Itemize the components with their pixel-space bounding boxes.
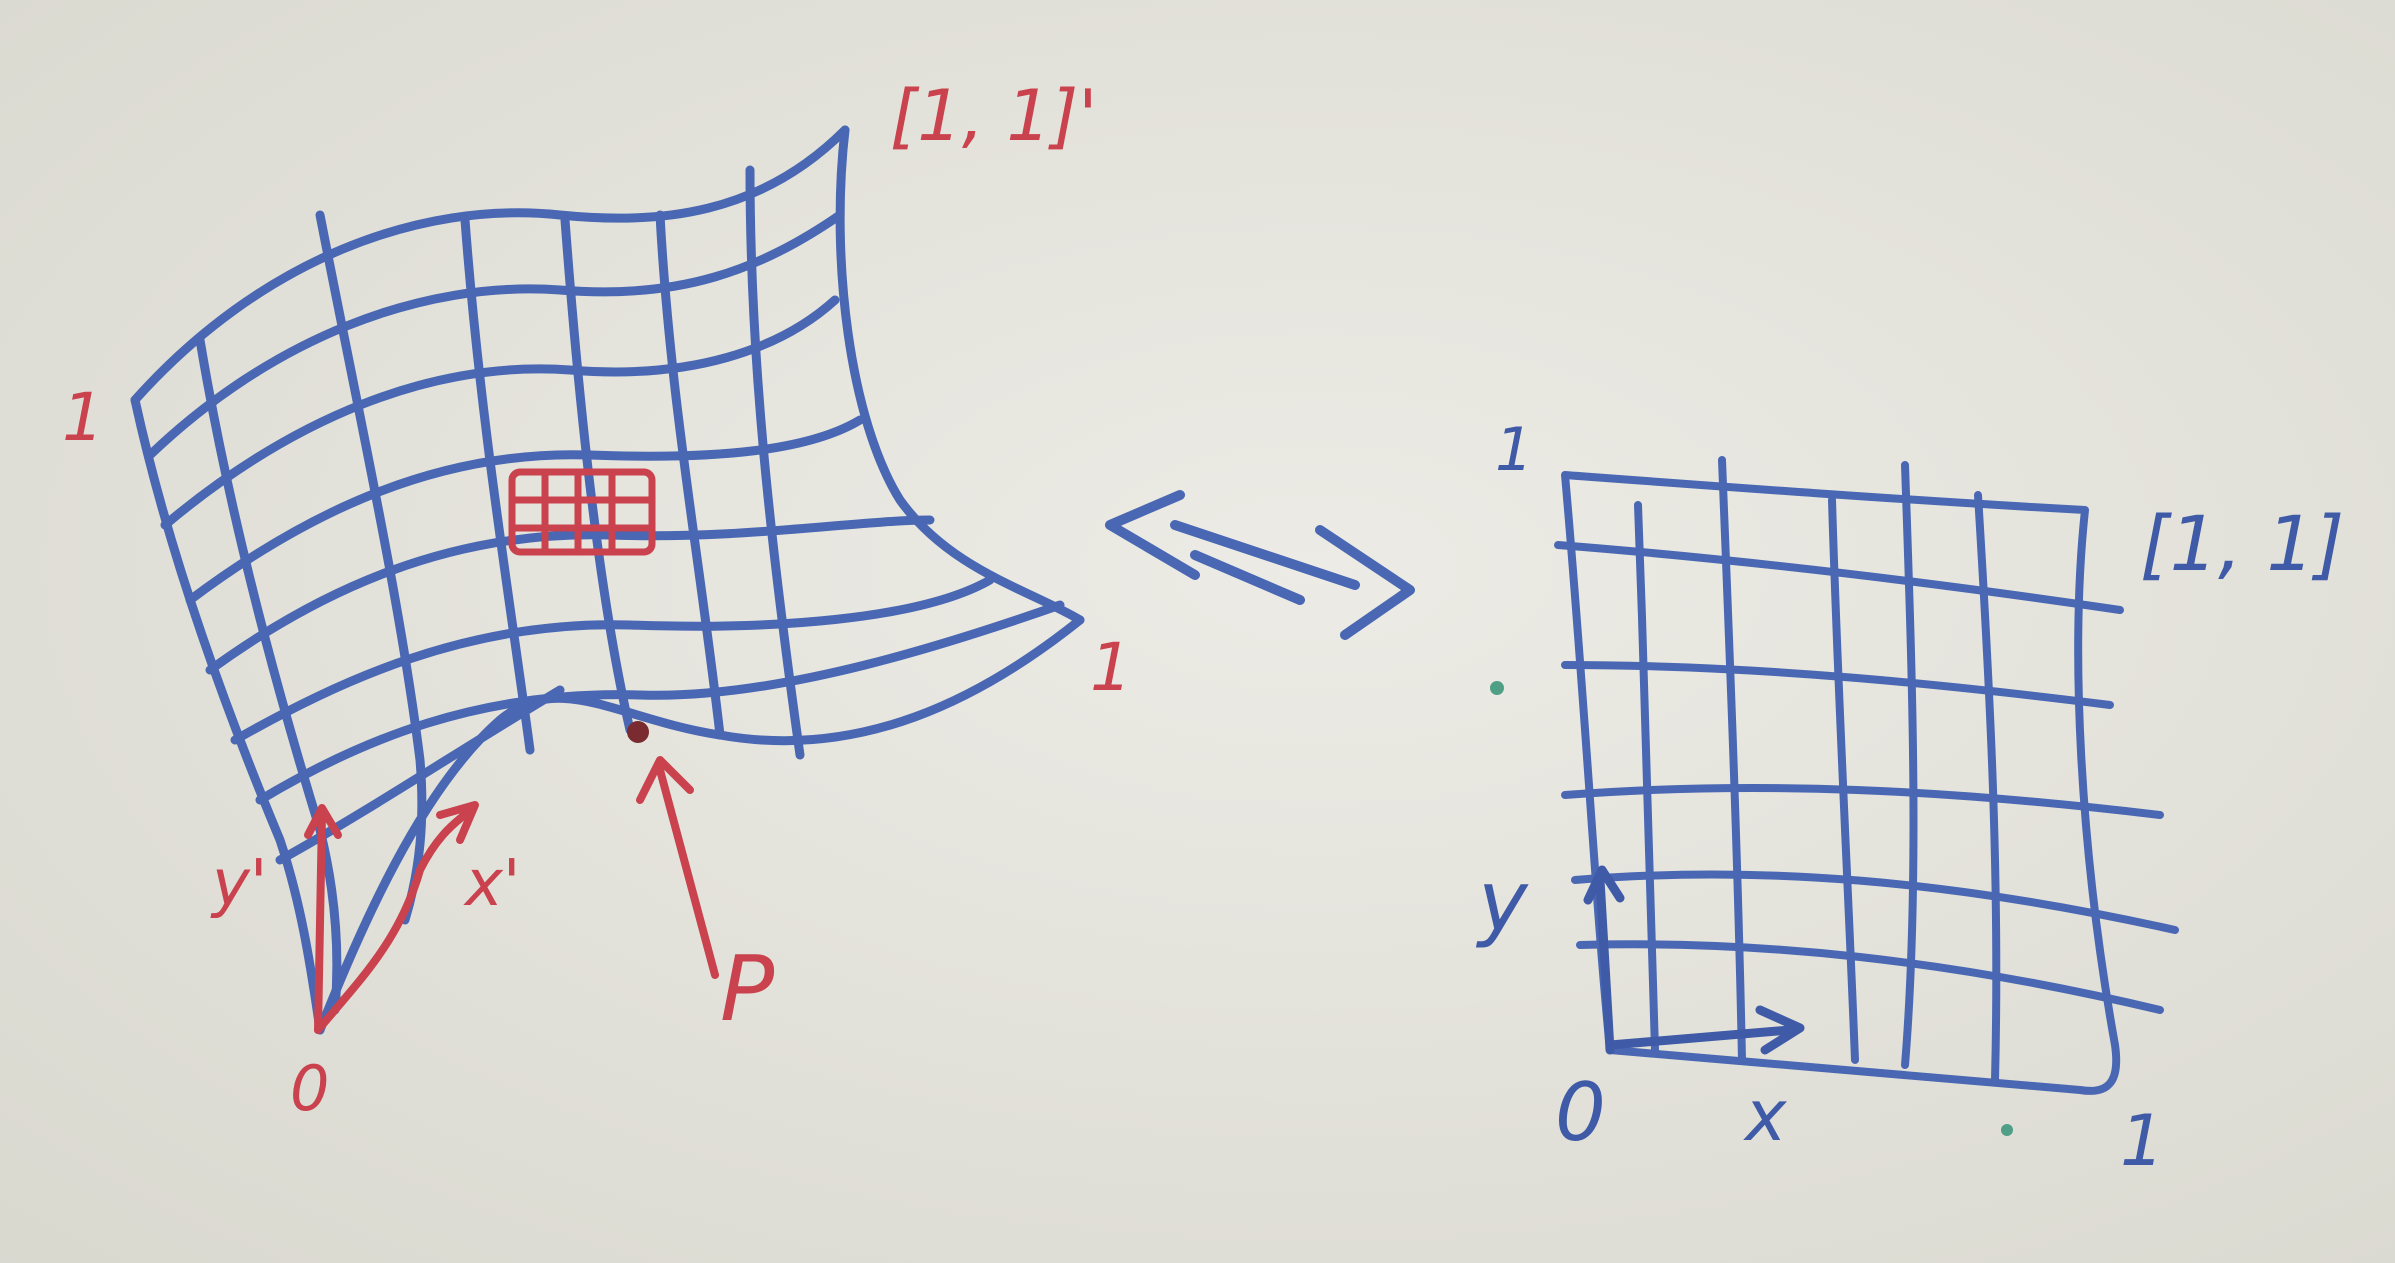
right-corner-top-label: [1, 1] bbox=[2140, 499, 2344, 588]
left-corner-left-label: 1 bbox=[62, 379, 104, 456]
point-p-arrow bbox=[636, 756, 719, 979]
axis-y bbox=[1595, 875, 1615, 1055]
left-origin-label: 0 bbox=[290, 1052, 329, 1125]
flat-square-grid bbox=[1554, 456, 2179, 1095]
right-origin-label: 0 bbox=[1555, 1066, 1606, 1159]
right-axes bbox=[1583, 865, 1805, 1055]
point-p-label: P bbox=[720, 937, 775, 1042]
right-axis-y-label: y bbox=[1475, 852, 1529, 950]
left-corner-top-label: [1, 1]' bbox=[890, 75, 1097, 157]
green-dot bbox=[1490, 681, 1504, 695]
small-red-grid bbox=[508, 468, 656, 556]
double-arrow-icon bbox=[1105, 490, 1415, 640]
axis-x-prime bbox=[314, 806, 474, 1034]
left-corner-right-label: 1 bbox=[1090, 629, 1132, 706]
axis-x bbox=[1605, 1025, 1795, 1050]
point-p-dot bbox=[627, 721, 649, 743]
left-axis-y-label: y' bbox=[210, 847, 267, 921]
left-axis-x-label: x' bbox=[463, 847, 520, 921]
green-dot bbox=[2001, 1124, 2013, 1136]
right-corner-right-label: 1 bbox=[2120, 1100, 2165, 1182]
curved-surface-grid bbox=[130, 125, 1085, 1035]
axis-y-prime bbox=[314, 811, 326, 1034]
right-corner-left-label: 1 bbox=[1495, 415, 1533, 485]
right-axis-x-label: x bbox=[1743, 1075, 1787, 1157]
left-axes bbox=[304, 801, 479, 1034]
